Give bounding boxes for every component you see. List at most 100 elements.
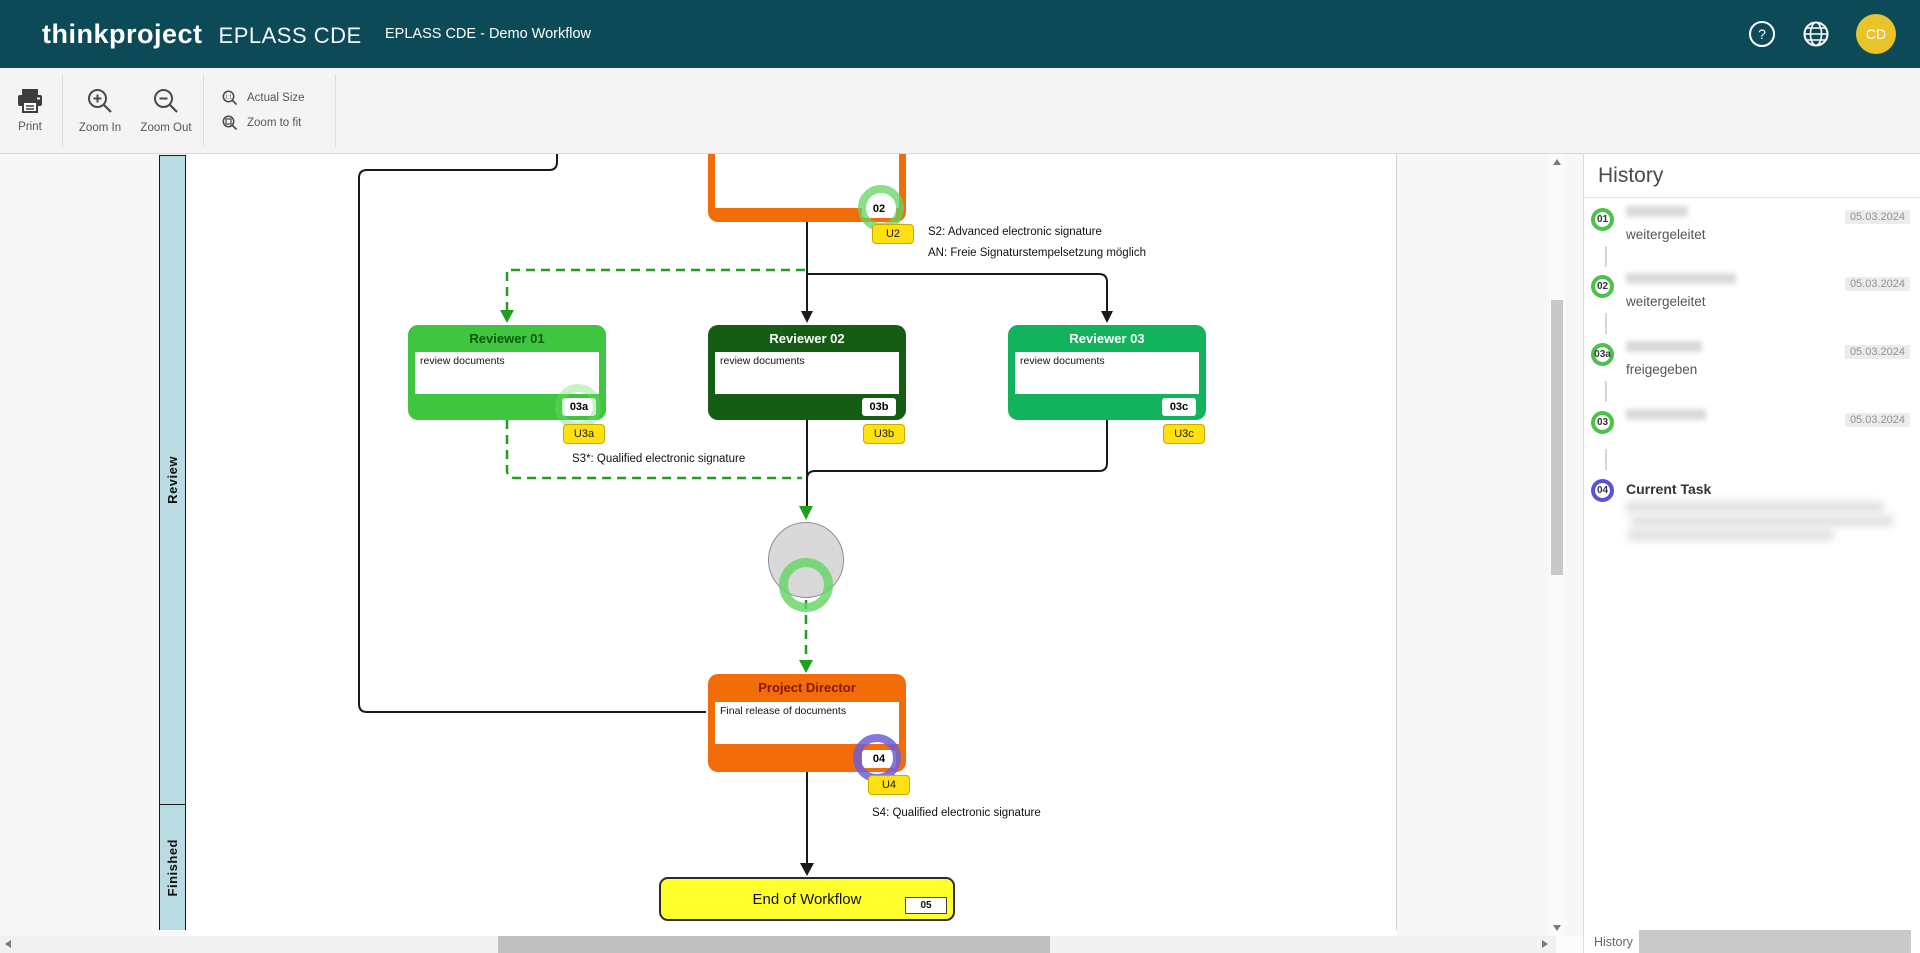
svg-text:?: ? xyxy=(1758,26,1766,42)
task-box-project-director[interactable]: Project Director Final release of docume… xyxy=(708,674,906,772)
zoom-in-button[interactable]: Zoom In xyxy=(67,68,133,153)
svg-text:1:1: 1:1 xyxy=(225,95,232,101)
history-action: weitergeleitet xyxy=(1626,227,1706,242)
merge-gateway[interactable] xyxy=(768,522,844,598)
u-badge-U4: U4 xyxy=(868,775,910,795)
redacted-text-line xyxy=(1628,529,1833,541)
workflow-canvas[interactable]: Review Finished xyxy=(0,154,1583,936)
task-title: Reviewer 01 xyxy=(469,331,545,346)
history-date: 05.03.2024 xyxy=(1844,210,1910,224)
u-badge-U3b: U3b xyxy=(863,424,905,444)
task-box-reviewer-03[interactable]: Reviewer 03 review documents 03c xyxy=(1008,325,1206,420)
language-globe-icon[interactable] xyxy=(1802,20,1830,48)
task-text: Final release of documents xyxy=(720,705,847,717)
task-description: distribute document xyxy=(715,154,899,208)
redacted-name xyxy=(1626,206,1688,217)
zoom-out-button[interactable]: Zoom Out xyxy=(133,68,199,153)
history-title-divider xyxy=(1584,197,1920,198)
top-navbar: thinkproject EPLASS CDE EPLASS CDE - Dem… xyxy=(0,0,1920,68)
history-badge-01: 01 xyxy=(1591,208,1614,231)
history-badge-02: 02 xyxy=(1591,275,1614,298)
product-name: EPLASS CDE xyxy=(218,22,362,48)
step-badge-03c: 03c xyxy=(1162,398,1196,416)
globe-icon-glyph xyxy=(1803,21,1829,47)
help-icon-glyph: ? xyxy=(1749,21,1775,47)
annotation-s2: S2: Advanced electronic signature xyxy=(928,226,1102,238)
end-title: End of Workflow xyxy=(752,890,862,908)
u-badge-U2: U2 xyxy=(872,224,914,244)
user-avatar[interactable]: CD xyxy=(1856,14,1896,54)
task-text: review documents xyxy=(720,355,805,367)
zoom-to-fit-label: Zoom to fit xyxy=(247,117,302,129)
history-connector xyxy=(1605,381,1607,402)
navbar-actions: ? CD xyxy=(1748,0,1896,68)
current-task-label: Current Task xyxy=(1626,481,1712,497)
vertical-scrollbar[interactable] xyxy=(1549,154,1565,936)
redacted-name xyxy=(1626,409,1706,420)
task-title: Project Director xyxy=(758,680,856,695)
scroll-down-arrow[interactable] xyxy=(1553,925,1561,931)
task-title: Reviewer 02 xyxy=(769,331,845,346)
actual-size-label: Actual Size xyxy=(247,92,305,104)
print-label: Print xyxy=(18,121,42,133)
u-badge-U3a: U3a xyxy=(563,424,605,444)
horizontal-scroll-thumb[interactable] xyxy=(498,936,1050,953)
scroll-right-arrow[interactable] xyxy=(1542,940,1548,948)
help-icon[interactable]: ? xyxy=(1748,20,1776,48)
swimlane-band: Review Finished xyxy=(159,155,186,930)
step-badge-03b: 03b xyxy=(862,398,896,416)
lane-divider xyxy=(160,804,185,805)
history-connector xyxy=(1605,246,1607,267)
end-of-workflow-box[interactable]: End of Workflow 05 xyxy=(659,877,955,921)
page-title: EPLASS CDE - Demo Workflow xyxy=(385,26,592,42)
main-area: Review Finished xyxy=(0,154,1920,953)
horizontal-scrollbar[interactable] xyxy=(0,936,1556,953)
task-box-reviewer-02[interactable]: Reviewer 02 review documents 03b xyxy=(708,325,906,420)
history-action: weitergeleitet xyxy=(1626,294,1706,309)
history-action: freigegeben xyxy=(1626,362,1698,377)
toolbar-separator xyxy=(62,74,63,147)
zoom-out-label: Zoom Out xyxy=(140,122,192,134)
zoom-to-fit-button[interactable]: Zoom to fit xyxy=(222,115,305,131)
step-badge-05: 05 xyxy=(905,897,947,914)
task-description: Final release of documents xyxy=(715,702,899,744)
task-title: Reviewer 03 xyxy=(1069,331,1145,346)
history-date: 05.03.2024 xyxy=(1844,413,1910,427)
task-text: review documents xyxy=(1020,355,1105,367)
task-box-distribute-document[interactable]: distribute document 02 xyxy=(708,154,906,222)
history-badge-03a: 03a xyxy=(1591,343,1614,366)
redacted-text-line xyxy=(1631,515,1893,527)
u-badge-U3c: U3c xyxy=(1163,424,1205,444)
annotation-s3: S3*: Qualified electronic signature xyxy=(572,453,746,465)
task-description: review documents xyxy=(415,352,599,394)
task-box-reviewer-01[interactable]: Reviewer 01 review documents 03a xyxy=(408,325,606,420)
diagram-toolbar: Print Zoom In Zoom Out 1:1 Actual Size xyxy=(0,68,1920,154)
history-date: 05.03.2024 xyxy=(1844,277,1910,291)
annotation-an: AN: Freie Signaturstempelsetzung möglich xyxy=(928,247,1146,259)
task-description: review documents xyxy=(715,352,899,394)
redacted-name xyxy=(1626,273,1736,284)
toolbar-separator xyxy=(334,74,336,147)
print-button[interactable]: Print xyxy=(2,68,58,153)
history-date: 05.03.2024 xyxy=(1844,345,1910,359)
zoom-in-icon xyxy=(88,89,112,113)
zoom-in-label: Zoom In xyxy=(78,122,122,134)
tab-history[interactable]: History xyxy=(1584,930,1639,953)
actual-size-button[interactable]: 1:1 Actual Size xyxy=(222,90,305,106)
step-badge-02: 02 xyxy=(862,200,896,218)
zoom-preset-group: 1:1 Actual Size Zoom to fit xyxy=(208,68,331,153)
redacted-name xyxy=(1626,341,1702,352)
actual-size-icon: 1:1 xyxy=(222,90,238,106)
brand: thinkproject EPLASS CDE xyxy=(42,19,362,50)
page-edge-line xyxy=(1396,154,1397,930)
history-panel: History 01 05.03.2024 weitergeleitet 02 … xyxy=(1583,154,1920,953)
history-title: History xyxy=(1598,164,1664,187)
scroll-left-arrow[interactable] xyxy=(5,940,11,948)
redacted-text-line xyxy=(1626,501,1884,513)
printer-icon xyxy=(18,89,42,113)
history-badge-04: 04 xyxy=(1591,479,1614,502)
scroll-up-arrow[interactable] xyxy=(1553,159,1561,165)
vertical-scroll-thumb[interactable] xyxy=(1551,300,1563,575)
step-badge-04: 04 xyxy=(862,750,896,768)
panel-tabbar xyxy=(1639,930,1911,953)
